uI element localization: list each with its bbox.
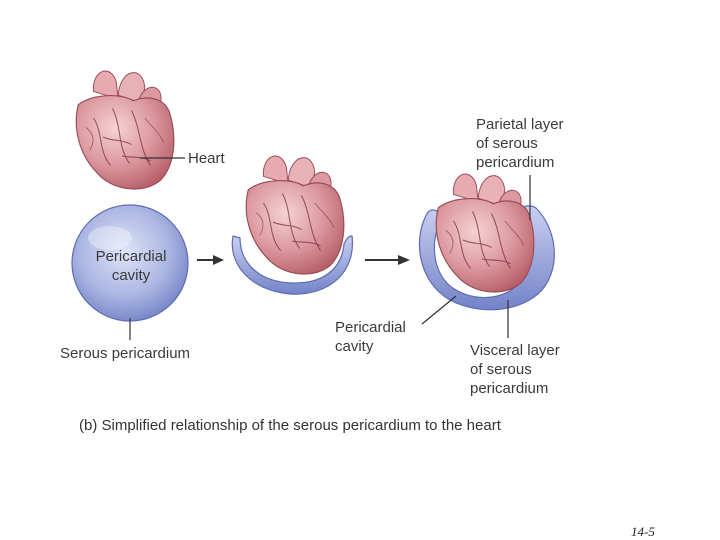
arrow-1 [197,255,224,265]
figure-caption: (b) Simplified relationship of the serou… [79,417,501,434]
heart-enclosed-in-serous-pericardium [418,173,555,311]
visceral-layer-label: Visceral layer of serous pericardium [470,342,560,397]
serous-pericardium-bubble [71,204,189,322]
pericardial-cavity-leader-line [421,295,457,325]
heart-with-forming-sac [231,155,354,295]
parietal-layer-label: Parietal layer of serous pericardium [476,116,564,171]
page-number: 14-5 [631,524,655,539]
heart-illustration-left [75,70,175,190]
pericardial-cavity-label: Pericardial cavity [335,319,406,355]
serous-pericardium-label: Serous pericardium [60,345,191,362]
arrow-2 [365,255,410,265]
pericardial-cavity-inner-label: Pericardial cavity [95,248,167,284]
heart-label: Heart [188,150,225,167]
